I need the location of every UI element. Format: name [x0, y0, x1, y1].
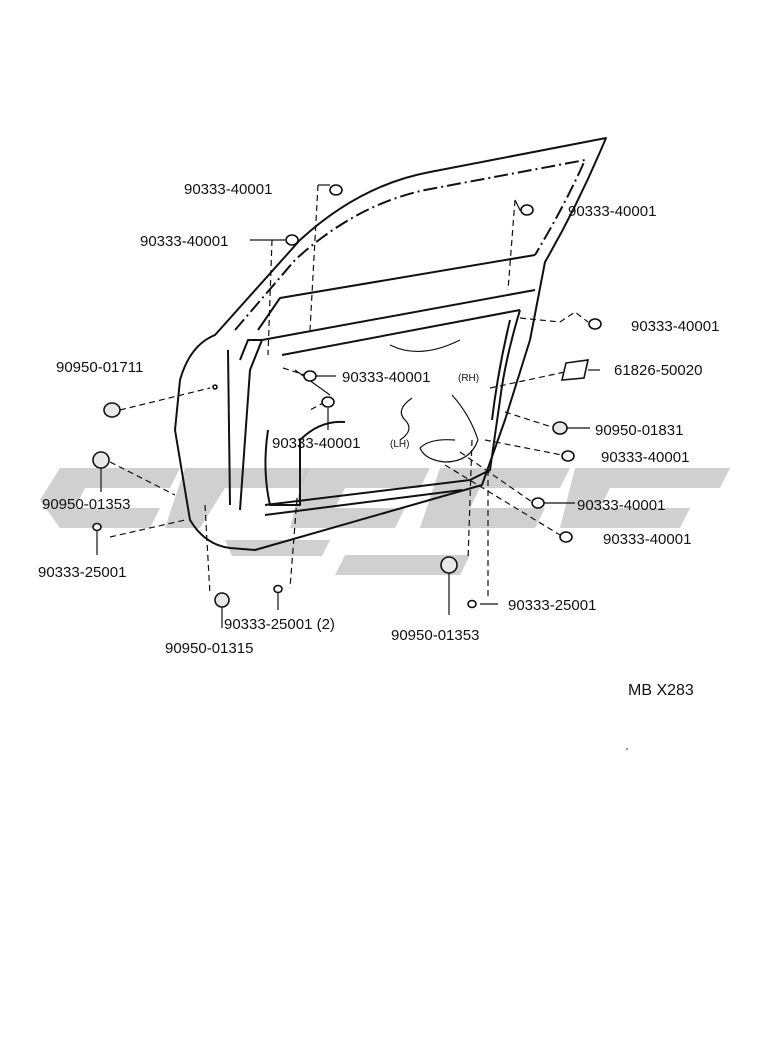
- label-90950-01315: 90950-01315: [165, 640, 253, 657]
- label-90950-01711: 90950-01711: [56, 359, 143, 376]
- label-90333-40001-upper-left: 90333-40001: [140, 233, 228, 250]
- label-90333-40001-top-right: 90333-40001: [568, 203, 656, 220]
- watermark-logo: [40, 468, 730, 575]
- label-90950-01353-left: 90950-01353: [42, 496, 130, 513]
- label-90333-40001-mid-right: 90333-40001: [601, 449, 689, 466]
- label-90333-40001-lower-right: 90333-40001: [577, 497, 665, 514]
- fastener-leaders: [92, 184, 602, 628]
- label-90950-01353-right: 90950-01353: [391, 627, 479, 644]
- part-labels: 90333-40001 90333-40001 90333-40001 9033…: [38, 181, 719, 699]
- label-90333-40001-lh: 90333-40001: [272, 435, 360, 452]
- label-90333-25001-2: 90333-25001 (2): [224, 616, 335, 633]
- label-rh: (RH): [458, 373, 479, 384]
- label-lh: (LH): [390, 439, 409, 450]
- door-outline: [174, 137, 607, 551]
- label-90950-01831: 90950-01831: [595, 422, 683, 439]
- illustration-code: MB X283: [628, 682, 694, 699]
- label-90333-40001-rh: 90333-40001: [342, 369, 430, 386]
- label-90333-40001-top-left: 90333-40001: [184, 181, 272, 198]
- label-90333-40001-bottom-right: 90333-40001: [603, 531, 691, 548]
- label-61826-50020: 61826-50020: [614, 362, 702, 379]
- label-90333-40001-right: 90333-40001: [631, 318, 719, 335]
- label-90333-25001-right: 90333-25001: [508, 597, 596, 614]
- label-90333-25001-left: 90333-25001: [38, 564, 126, 581]
